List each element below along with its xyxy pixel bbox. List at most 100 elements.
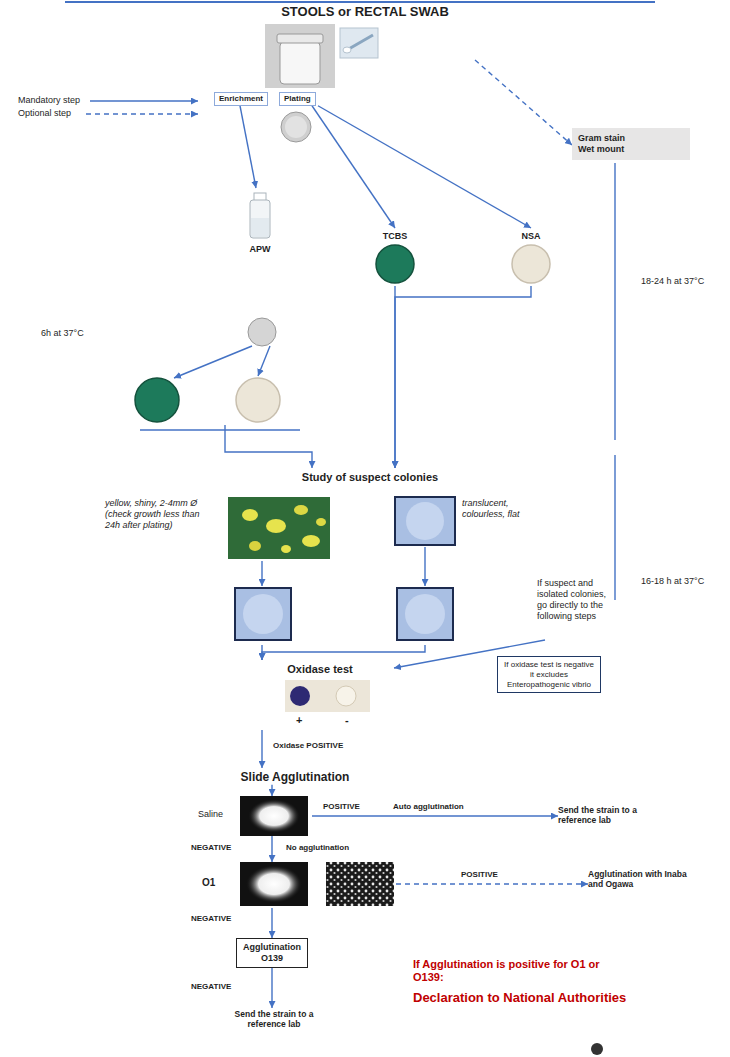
- oxidase-picture: [285, 680, 370, 712]
- flow-arrow: [475, 60, 572, 145]
- flow-arrow: [396, 883, 588, 884]
- method-box: Enrichment: [214, 92, 268, 106]
- subculture-pictures: [135, 318, 300, 430]
- broth-bottle: [250, 200, 270, 238]
- colony-description: translucent, colourless, flat: [392, 495, 532, 645]
- plate-picture: [281, 112, 311, 142]
- flow-arrow: [271, 836, 272, 862]
- oxidase-picture: [336, 686, 356, 706]
- subculture-pictures: [140, 429, 300, 430]
- flow-arrow: [225, 425, 312, 468]
- subculture-pictures: [174, 346, 252, 378]
- outcome-step: Send the strain to a reference lab: [558, 804, 642, 827]
- specimen-picture: [265, 24, 335, 88]
- note-label: If Agglutination is positive for O1 or O…: [412, 958, 624, 985]
- enrichment-broth: APW: [200, 188, 320, 425]
- edge-label: POSITIVE: [322, 802, 361, 812]
- flow-arrow: [318, 106, 531, 228]
- node-text: NSA: [508, 231, 554, 242]
- note-label: 6h at 37°C: [40, 328, 85, 339]
- note-label: 18-24 h at 37°C: [640, 276, 705, 287]
- broth-bottle: [250, 193, 270, 238]
- legend-entry: Mandatory step: [18, 94, 80, 107]
- legend: Mandatory stepOptional step: [18, 94, 80, 120]
- culture-plate: TCBS: [372, 228, 418, 286]
- oxidase-picture: [285, 680, 370, 712]
- colony-plates: [395, 497, 455, 545]
- node-text: -: [345, 714, 349, 727]
- node-text: Slide Agglutination: [215, 770, 375, 785]
- node-text: Agglutination with Inaba and Ogawa: [588, 869, 692, 890]
- culture-plate: NSA: [508, 228, 554, 286]
- note-label: Declaration to National Authorities: [412, 990, 629, 1006]
- edge-label: NEGATIVE: [190, 843, 232, 853]
- legend-arrows: [90, 100, 198, 101]
- flow-arrow: [271, 968, 272, 1008]
- method-box: Plating: [279, 92, 316, 106]
- note-label: Auto agglutination: [392, 802, 465, 812]
- node-text: Gram stain Wet mount: [578, 133, 640, 155]
- node-text: STOOLS or RECTAL SWAB: [255, 4, 475, 20]
- outcome-step: Agglutination with Inaba and Ogawa: [588, 868, 692, 891]
- side-timeline: [394, 163, 615, 668]
- culture-plates: [376, 245, 550, 283]
- node-text: Plating: [284, 94, 311, 104]
- agglutination-pictures: [326, 862, 394, 906]
- logo-mark: [591, 1043, 603, 1055]
- note-label: If suspect and isolated colonies, go dir…: [536, 578, 610, 622]
- side-timeline: [614, 455, 615, 600]
- specimen-picture: [280, 42, 320, 84]
- colony-description: yellow, shiny, 2-4mm Ø (check growth les…: [105, 495, 337, 645]
- specimen-picture: [343, 47, 351, 53]
- legend-entry: Optional step: [18, 107, 80, 120]
- process-box: Agglutination O139: [236, 938, 308, 968]
- agglutination-test: O1: [196, 862, 396, 908]
- colony-plates: [406, 502, 444, 540]
- node-text: Agglutination O139: [239, 942, 305, 964]
- edge-label: NEGATIVE: [190, 914, 232, 924]
- edge-label: Oxidase POSITIVE: [272, 741, 344, 751]
- node-text: Send the strain to a reference lab: [232, 1009, 316, 1030]
- agglutination-pictures: [240, 862, 308, 906]
- broth-bottle: [251, 218, 269, 237]
- flow-arrow: [271, 908, 272, 938]
- colony-plates: [294, 505, 308, 515]
- agglutination-pictures: [240, 796, 308, 836]
- logo-mark: [591, 1043, 603, 1055]
- agglutination-test: Saline: [196, 796, 312, 836]
- edge-label: NEGATIVE: [190, 982, 232, 992]
- optional-step-box: Gram stain Wet mount: [572, 128, 690, 160]
- flow-arrow: [312, 815, 558, 816]
- subculture-pictures: [236, 378, 280, 422]
- node-text: O1: [202, 877, 396, 889]
- node-text: translucent, colourless, flat: [462, 498, 532, 520]
- specimen-picture: [340, 28, 378, 58]
- node-text: +: [296, 714, 302, 727]
- node-text: TCBS: [372, 231, 418, 242]
- plate-picture: [281, 112, 311, 142]
- step-heading: Study of suspect colonies: [290, 468, 450, 486]
- subculture-pictures: [258, 346, 270, 376]
- step-heading: Slide Agglutination: [215, 768, 375, 785]
- colony-plates: [243, 594, 283, 634]
- subculture-pictures: [248, 318, 276, 346]
- colony-plates: [424, 547, 425, 586]
- colony-plates: [397, 588, 453, 640]
- node-text: Oxidase test: [255, 663, 385, 676]
- flow-arrow: [261, 730, 262, 768]
- node-text: Send the strain to a reference lab: [558, 805, 642, 826]
- node-text: Saline: [198, 809, 312, 820]
- outcome-step: Send the strain to a reference lab: [232, 1008, 316, 1031]
- flow-arrow: [395, 286, 531, 468]
- colony-plates: [261, 561, 262, 586]
- connectors: [225, 60, 588, 1008]
- flow-arrow: [262, 645, 425, 660]
- legend-arrows: [86, 101, 198, 114]
- oxidase-picture: [290, 686, 310, 706]
- node-text: APW: [200, 244, 320, 255]
- flow-arrow: [271, 785, 272, 796]
- node-text: If oxidase test is negative it excludes …: [502, 660, 596, 689]
- subculture-pictures: [135, 378, 179, 422]
